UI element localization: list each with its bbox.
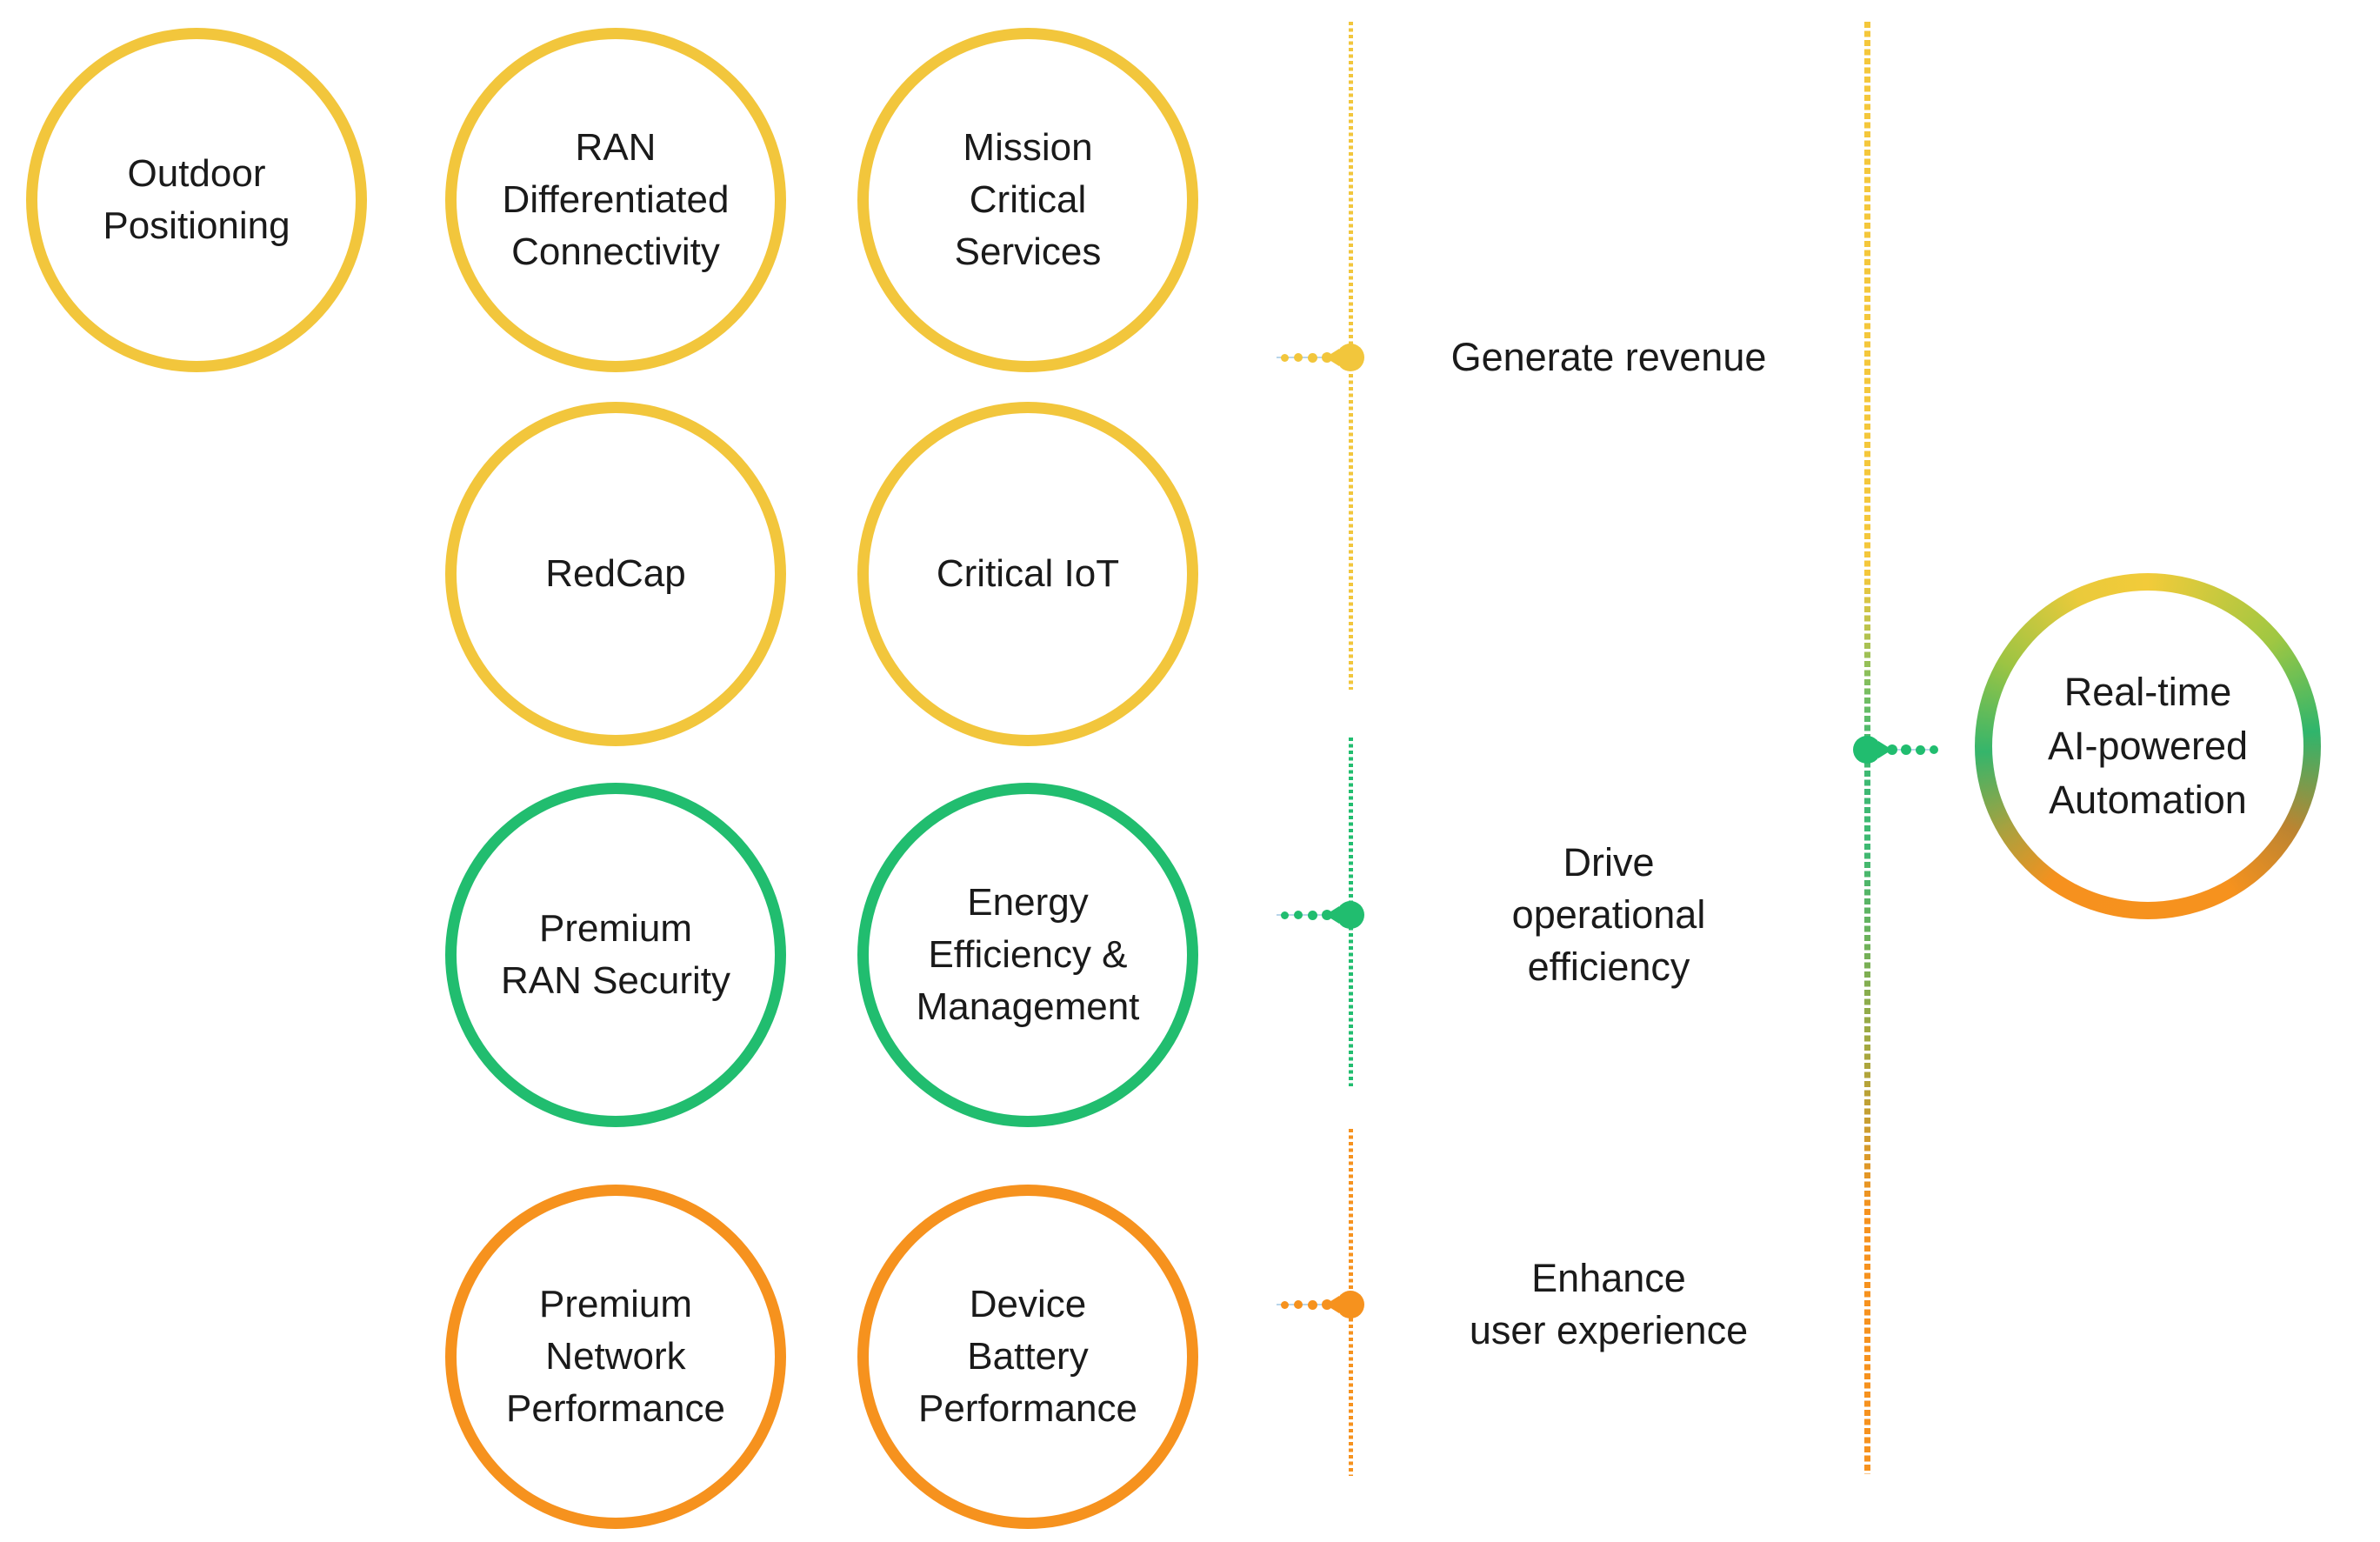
label-line: Performance [506, 1387, 725, 1430]
label-line: Differentiated [502, 178, 730, 221]
label-line: Premium [538, 1283, 692, 1325]
connector-dot-large [1853, 736, 1881, 764]
circle-label-redcap: RedCap [545, 548, 685, 600]
connector-dot-small [1307, 1299, 1317, 1310]
label-line: operational [1511, 892, 1706, 937]
label-line: Enhance [1531, 1256, 1686, 1300]
connector-dot-small [1280, 353, 1289, 362]
label-line: Critical IoT [936, 552, 1120, 595]
label-line: Performance [918, 1387, 1137, 1430]
circle-label-critical-iot: Critical IoT [937, 548, 1119, 600]
label-line: Mission [963, 126, 1093, 169]
connector-dot-small [1294, 911, 1303, 919]
connector-dot-small [1294, 353, 1303, 362]
label-line: Network [545, 1335, 686, 1378]
label-line: Battery [967, 1335, 1089, 1378]
label-line: Critical [969, 178, 1087, 221]
connector-dot-small [1307, 910, 1317, 920]
label-line: Efficiency & [928, 933, 1128, 976]
connector-dot-small [1280, 1300, 1289, 1309]
label-line: efficiency [1527, 945, 1690, 989]
label-line: Real-time [2063, 670, 2232, 714]
label-line: Connectivity [511, 230, 720, 273]
connector-dot-large [1337, 1291, 1364, 1318]
label-line: RAN [575, 126, 657, 169]
connector-dot-small [1280, 911, 1289, 919]
label-line: RAN Security [500, 959, 731, 1002]
connector-dot-small [1307, 352, 1317, 363]
label-line: Generate revenue [1450, 335, 1767, 379]
connector-dot-small [1915, 744, 1925, 755]
circle-critical-iot: Critical IoT [857, 402, 1198, 746]
label-line: Drive [1563, 840, 1655, 884]
connector-dot-large [1337, 901, 1364, 929]
label-line: Premium [538, 907, 692, 950]
connector-tip [1325, 1296, 1339, 1313]
connector-dot-small [1930, 745, 1938, 754]
connector-tip [1878, 741, 1892, 758]
goal-label-generate-revenue: Generate revenue [1451, 331, 1767, 384]
label-line: RedCap [545, 552, 686, 595]
ring-inner-fill [1992, 591, 2303, 902]
label-line: Outdoor [127, 152, 266, 195]
label-line: user experience [1469, 1308, 1749, 1352]
label-line: Management [916, 985, 1140, 1028]
label-line: Energy [967, 881, 1089, 924]
label-line: AI-powered [2047, 724, 2249, 768]
connector-tip [1325, 349, 1339, 366]
label-line: Positioning [103, 204, 290, 247]
label-line: Services [954, 230, 1102, 273]
label-line: Device [969, 1283, 1087, 1325]
connector-dot-small [1901, 744, 1911, 755]
connector-dot-small [1294, 1300, 1303, 1309]
goal-label-enhance-user-experience: Enhance user experience [1470, 1252, 1748, 1357]
connector-tip [1325, 906, 1339, 924]
goal-label-drive-operational-efficiency: Drive operational efficiency [1512, 837, 1706, 993]
label-line: Automation [2049, 778, 2247, 822]
connector-dot-large [1337, 344, 1364, 371]
circle-redcap: RedCap [445, 402, 786, 746]
